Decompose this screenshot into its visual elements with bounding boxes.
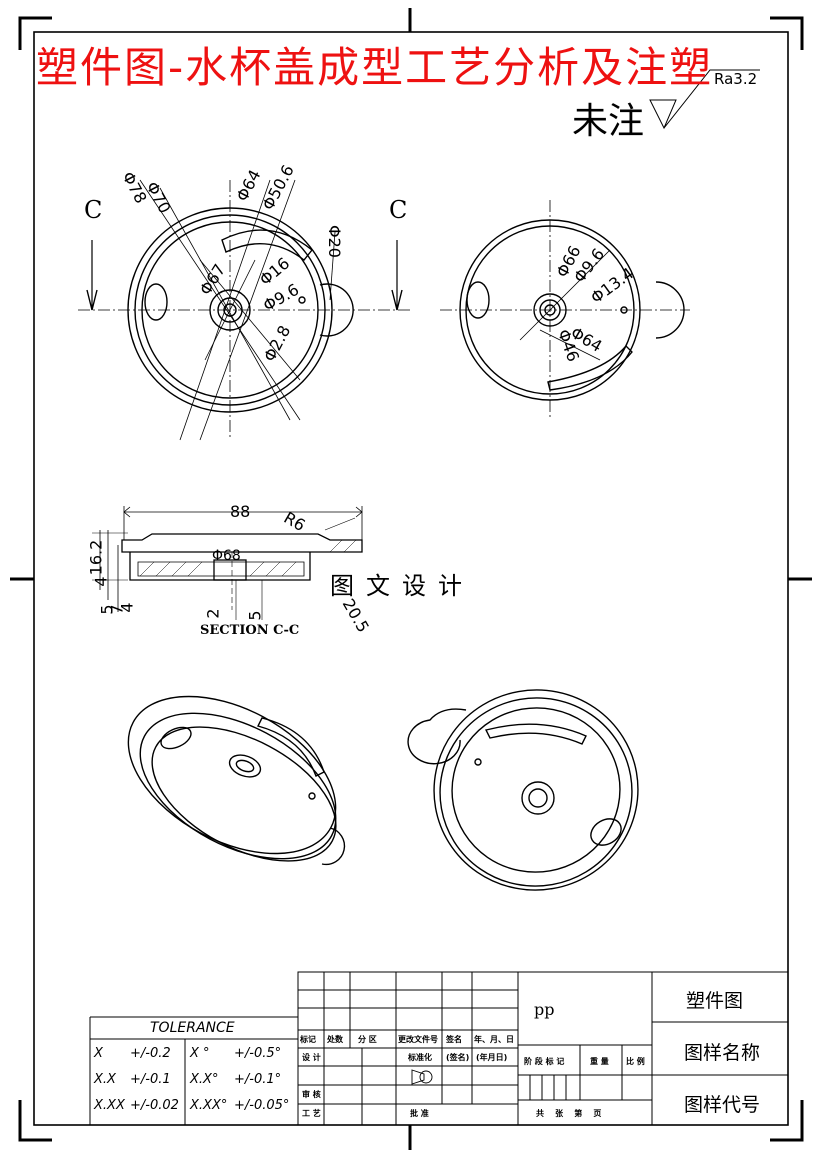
- section-label: SECTION C-C: [200, 623, 300, 638]
- rev-header: 处数: [327, 1035, 343, 1044]
- dim-label: 4: [117, 602, 137, 613]
- tol-cell: +/-0.5°: [234, 1046, 282, 1061]
- row-date: (年月日): [476, 1053, 508, 1062]
- iso-view-top: [127, 695, 346, 866]
- stage-header: 阶 段 标 记: [524, 1057, 565, 1066]
- tolerance-title: TOLERANCE: [150, 1020, 235, 1036]
- sheet-text: 共 张 第 页: [536, 1109, 602, 1118]
- dim-label: 4: [91, 576, 111, 587]
- bottom-view: [440, 200, 690, 420]
- iso-view-bottom: [407, 689, 639, 891]
- section-mark-left: C: [84, 196, 103, 224]
- tol-cell: X.XX°: [190, 1098, 228, 1113]
- title-block-lines: [89, 971, 789, 1126]
- tol-cell: X.X°: [190, 1072, 219, 1087]
- projection-symbol: [411, 1069, 433, 1085]
- rev-header: 分 区: [358, 1035, 377, 1044]
- roughness-value: Ra3.2: [714, 70, 758, 88]
- dim-label: Φ68: [212, 548, 241, 564]
- row-process: 工 艺: [302, 1109, 321, 1118]
- rev-header: 签名: [446, 1035, 462, 1044]
- stage-header: 重 量: [590, 1057, 609, 1066]
- material: pp: [534, 1000, 555, 1019]
- section-view: [92, 506, 363, 620]
- rev-header: 标记: [300, 1035, 316, 1044]
- row-review: 审 核: [302, 1090, 321, 1099]
- tol-cell: +/-0.02: [130, 1098, 179, 1113]
- section-mark-right: C: [389, 196, 408, 224]
- tol-cell: +/-0.05°: [234, 1098, 290, 1113]
- drawing-name: 图样名称: [684, 1042, 761, 1064]
- dim-label: Φ20: [324, 225, 344, 258]
- tol-cell: +/-0.2: [130, 1046, 171, 1061]
- row-sign: (签名): [446, 1053, 470, 1062]
- dim-label: 5: [245, 610, 265, 621]
- tol-cell: +/-0.1: [130, 1072, 171, 1087]
- drawing-title: 塑件图-水杯盖成型工艺分析及注塑: [36, 43, 714, 92]
- rev-header: 更改文件号: [398, 1035, 438, 1044]
- dim-label: 16.2: [86, 539, 106, 576]
- corner-marks: [10, 8, 812, 1150]
- row-standard: 标准化: [408, 1053, 432, 1062]
- row-design: 设 计: [302, 1053, 321, 1062]
- stage-header: 比 例: [626, 1057, 645, 1066]
- tol-cell: X.XX: [94, 1098, 125, 1113]
- rev-header: 年、月、日: [474, 1035, 514, 1044]
- roughness-note: 未注: [572, 101, 645, 142]
- dim-label: 88: [230, 502, 251, 521]
- roughness-symbol: [649, 69, 760, 130]
- watermark: 图文设计: [330, 572, 474, 600]
- top-view: [78, 179, 410, 441]
- drawing-number: 图样代号: [684, 1094, 761, 1116]
- tol-cell: X °: [190, 1046, 210, 1061]
- tol-cell: X: [94, 1046, 103, 1061]
- part-type: 塑件图: [686, 990, 744, 1012]
- tol-cell: X.X: [94, 1072, 116, 1087]
- tol-cell: +/-0.1°: [234, 1072, 282, 1087]
- dim-label: 2: [203, 608, 223, 619]
- row-approve: 批 准: [410, 1109, 429, 1118]
